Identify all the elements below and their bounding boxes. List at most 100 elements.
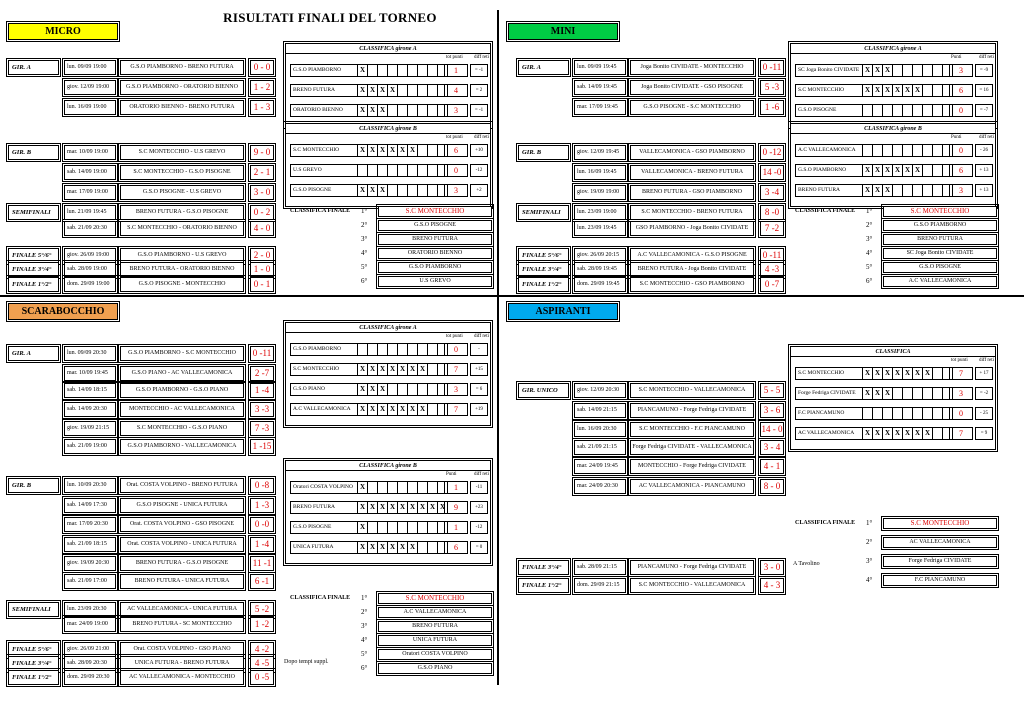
standings-goal-diff: - xyxy=(470,343,488,356)
point-slot xyxy=(903,104,913,117)
match-date: lun. 09/09 20:30 xyxy=(62,344,118,363)
standings-team: BRENO FUTURA xyxy=(795,184,863,197)
point-mark: X xyxy=(863,387,873,400)
point-mark: X xyxy=(893,84,903,97)
point-mark: X xyxy=(873,64,883,77)
match-score: 1 -3 xyxy=(248,496,276,515)
final-position: 2° xyxy=(866,538,873,546)
point-slot xyxy=(943,367,953,380)
point-mark: X xyxy=(398,363,408,376)
point-slot xyxy=(933,407,943,420)
point-slot xyxy=(873,104,883,117)
standings-goal-diff: +2 xyxy=(470,184,488,197)
standings-points: 7 xyxy=(444,403,468,416)
standings-points: 6 xyxy=(949,164,973,177)
point-slot xyxy=(943,164,953,177)
match-teams: PIANCAMUNO - Forge Fedriga CIVIDATE xyxy=(628,558,756,577)
match-teams: Orat. COSTA VOLPINO - UNICA FUTURA xyxy=(118,535,246,554)
final-team: ORATORIO BIENNO xyxy=(376,246,494,261)
final-team: S.C MONTECCHIO xyxy=(881,516,999,531)
match-date: mar. 17/09 20:30 xyxy=(62,515,118,534)
point-slot xyxy=(428,104,438,117)
point-slot xyxy=(933,64,943,77)
final-team: U.S GREVO xyxy=(376,274,494,289)
point-slot xyxy=(378,164,388,177)
point-mark: X xyxy=(378,184,388,197)
match-teams: BRENO FUTURA - UNICA FUTURA xyxy=(118,572,246,591)
match-date: lun. 09/09 19:00 xyxy=(62,58,118,77)
point-slot xyxy=(428,184,438,197)
standings-points: 6 xyxy=(444,541,468,554)
match-teams: PIANCAMUNO - Forge Fedriga CIVIDATE xyxy=(628,401,756,420)
point-mark: X xyxy=(368,84,378,97)
points-column-header: tot punti xyxy=(446,135,463,140)
final-team: AC VALLECAMONICA xyxy=(881,535,999,550)
points-column-header: Punti xyxy=(951,55,962,60)
point-mark: X xyxy=(358,521,368,534)
final-position: 1° xyxy=(866,207,873,215)
point-mark: X xyxy=(358,64,368,77)
point-mark: X xyxy=(873,367,883,380)
point-slot xyxy=(438,383,448,396)
match-score: 4 -3 xyxy=(758,260,786,279)
match-score: 7 -3 xyxy=(248,419,276,438)
point-mark: X xyxy=(378,84,388,97)
match-teams: G.S.O PIAMBORNO - VALLECAMONICA xyxy=(118,437,246,456)
standings-goal-diff: -11 xyxy=(470,481,488,494)
standings-team: G.S.O PIANO xyxy=(290,383,358,396)
point-mark: X xyxy=(873,184,883,197)
point-mark: X xyxy=(398,541,408,554)
point-slot xyxy=(438,64,448,77)
section-label-mini: MINI xyxy=(506,21,620,42)
point-slot xyxy=(893,104,903,117)
match-score: 3 - 0 xyxy=(758,558,786,577)
point-slot xyxy=(438,184,448,197)
match-score: 6 -1 xyxy=(248,572,276,591)
standings-goal-diff: + 17 xyxy=(975,367,993,380)
points-column-header: Punti xyxy=(446,472,457,477)
point-slot xyxy=(943,84,953,97)
point-mark: X xyxy=(863,84,873,97)
point-slot xyxy=(398,84,408,97)
match-date: sab. 14/09 19:45 xyxy=(572,78,628,97)
final-team: F.C PIANCAMUNO xyxy=(881,573,999,588)
round-label: GIR. A xyxy=(6,344,61,363)
point-mark: X xyxy=(438,501,448,514)
match-teams: BRENO FUTURA - G.S.O PISOGNE xyxy=(118,554,246,573)
point-slot xyxy=(408,104,418,117)
round-label: FINALE 5°/6° xyxy=(6,640,61,659)
match-date: giov. 19/09 20:30 xyxy=(62,554,118,573)
goal-diff-column-header: diff reti xyxy=(979,135,995,140)
point-slot xyxy=(418,104,428,117)
standings-team: Oratori COSTA VOLPINO xyxy=(290,481,358,494)
point-slot xyxy=(428,164,438,177)
standings-points: 7 xyxy=(949,367,973,380)
match-date: lun. 16/09 19:00 xyxy=(62,98,118,117)
point-mark: X xyxy=(378,144,388,157)
match-teams: Orat. COSTA VOLPINO - GSO PISOGNE xyxy=(118,515,246,534)
match-teams: MONTECCHIO - Forge Fedriga CIVIDATE xyxy=(628,457,756,476)
standings-goal-diff: = 0 xyxy=(470,541,488,554)
match-date: sab. 14/09 18:15 xyxy=(62,381,118,400)
point-slot xyxy=(398,64,408,77)
final-position: 1° xyxy=(866,519,873,527)
match-teams: BRENO FUTURA - G.S.O PISOGNE xyxy=(118,203,246,222)
round-label: FINALE 5°/6° xyxy=(6,246,61,265)
point-mark: X xyxy=(358,403,368,416)
final-team: G.S.O PIAMBORNO xyxy=(376,260,494,275)
standings-points: 3 xyxy=(444,104,468,117)
match-teams: S.C MONTECCHIO - F.C PIANCAMUNO xyxy=(628,420,756,439)
match-teams: AC VALLECAMONICA - PIANCAMUNO xyxy=(628,477,756,496)
point-slot xyxy=(418,64,428,77)
point-slot xyxy=(893,64,903,77)
match-teams: S.C MONTECCHIO - VALLECAMONICA xyxy=(628,576,756,595)
point-slot xyxy=(378,343,388,356)
point-mark: X xyxy=(358,104,368,117)
match-date: lun. 23/09 20:30 xyxy=(62,600,118,619)
